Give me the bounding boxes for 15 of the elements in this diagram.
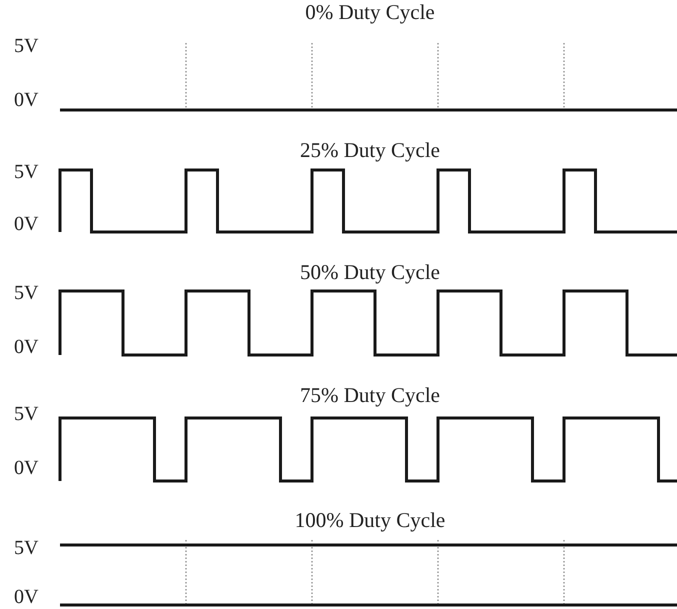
voltage-label: 0V bbox=[14, 457, 38, 479]
voltage-label: 0V bbox=[14, 213, 38, 235]
waveform-title: 100% Duty Cycle bbox=[294, 508, 446, 532]
voltage-label: 5V bbox=[14, 403, 38, 425]
voltage-label: 5V bbox=[14, 35, 38, 57]
voltage-label: 0V bbox=[14, 336, 38, 358]
voltage-label: 0V bbox=[14, 586, 38, 608]
voltage-label: 0V bbox=[14, 89, 38, 111]
waveform-title: 75% Duty Cycle bbox=[300, 383, 440, 407]
voltage-label: 5V bbox=[14, 282, 38, 304]
waveform-title: 50% Duty Cycle bbox=[300, 260, 440, 284]
waveform-title: 0% Duty Cycle bbox=[305, 0, 435, 24]
voltage-label: 5V bbox=[14, 537, 38, 559]
waveform-title: 25% Duty Cycle bbox=[300, 138, 440, 162]
voltage-label: 5V bbox=[14, 161, 38, 183]
